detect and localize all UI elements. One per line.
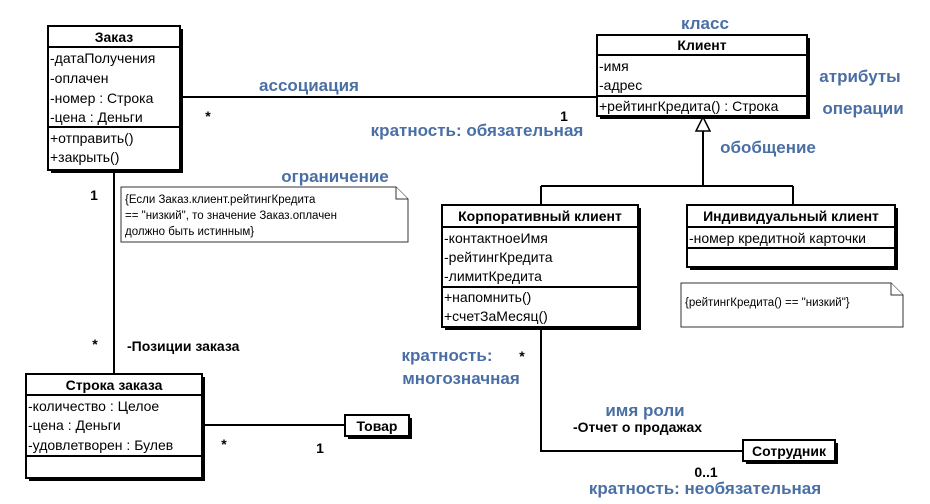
class-name: Товар — [357, 418, 398, 434]
label-multiplicity-many-line2: многозначная — [402, 369, 520, 388]
class-attribute: -рейтингКредита — [444, 249, 553, 265]
class-attribute: -количество : Целое — [28, 398, 159, 414]
role-order-lines: -Позиции заказа — [127, 338, 240, 354]
class-operation: +отправить() — [50, 130, 134, 146]
note-box — [120, 186, 409, 243]
class-attribute: -номер : Строка — [50, 90, 154, 106]
class-box — [344, 414, 410, 437]
multiplicity-line-product-line-end: * — [221, 436, 227, 452]
label-association: ассоциация — [259, 76, 359, 95]
class-attribute: -лимитКредита — [444, 268, 542, 284]
class-box — [596, 34, 808, 117]
class-attribute: -имя — [599, 58, 629, 74]
class-attribute: -датаПолучения — [50, 50, 155, 66]
constraint-note: {Если Заказ.клиент.рейтингКредита == "ни… — [120, 186, 409, 243]
class-box — [441, 204, 639, 328]
class-attribute: -цена : Деньги — [50, 109, 143, 125]
class-name: Сотрудник — [752, 443, 827, 459]
class-name: Индивидуальный клиент — [703, 208, 879, 224]
class-order: Заказ -датаПолучения -оплачен -номер : С… — [47, 25, 183, 173]
multiplicity-corp-employee-employee-end: 0..1 — [694, 464, 718, 480]
note-line: {Если Заказ.клиент.рейтингКредита — [125, 194, 316, 206]
class-operation: +счетЗаМесяц() — [444, 308, 548, 324]
class-box — [47, 25, 181, 171]
class-attribute: -цена : Деньги — [28, 417, 121, 433]
class-box — [686, 204, 896, 268]
label-role-name: имя роли — [605, 401, 684, 420]
note-box — [680, 282, 904, 328]
role-sales-rep: -Отчет о продажах — [573, 419, 702, 435]
class-operation: +рейтингКредита() : Строка — [599, 98, 779, 114]
label-multiplicity-many-line1: кратность: — [402, 346, 493, 365]
class-attribute: -контактноеИмя — [444, 230, 548, 246]
generalization-arrowhead — [694, 115, 712, 132]
label-multiplicity-mandatory: кратность: обязательная — [371, 121, 584, 140]
association-corporate-employee — [540, 330, 743, 452]
label-generalization: обобщение — [720, 138, 816, 157]
label-class: класс — [681, 14, 729, 33]
class-name: Корпоративный клиент — [458, 208, 622, 224]
multiplicity-order-client-order-end: * — [205, 108, 211, 124]
class-order-line: Строка заказа -количество : Целое -цена … — [25, 373, 205, 481]
class-name: Заказ — [95, 29, 134, 45]
multiplicity-line-product-product-end: 1 — [316, 440, 324, 456]
class-operation: +закрыть() — [50, 149, 119, 165]
label-operations: операции — [822, 99, 903, 118]
note-fold — [890, 283, 903, 296]
label-attributes: атрибуты — [819, 67, 900, 86]
multiplicity-orderline-line-end: * — [92, 336, 98, 352]
class-client: Клиент -имя -адрес +рейтингКредита() : С… — [596, 34, 810, 119]
class-employee: Сотрудник — [742, 439, 838, 464]
class-box — [742, 439, 836, 462]
label-multiplicity-optional: кратность: необязательная — [589, 479, 821, 498]
label-constraint: ограничение — [281, 167, 389, 186]
class-attribute: -номер кредитной карточки — [689, 230, 866, 246]
note-line: должно быть истинным} — [125, 226, 254, 238]
multiplicity-corp-employee-corp-end: * — [519, 348, 525, 364]
class-individual-client: Индивидуальный клиент -номер кредитной к… — [686, 204, 898, 270]
class-name: Строка заказа — [66, 377, 163, 393]
class-product: Товар — [344, 414, 412, 439]
class-attribute: -адрес — [599, 77, 642, 93]
class-box — [25, 373, 203, 479]
class-name: Клиент — [677, 37, 726, 53]
note-line: {рейтингКредита() == "низкий"} — [685, 297, 850, 309]
class-operation: +напомнить() — [444, 289, 531, 305]
note-line: == "низкий", то значение Заказ.оплачен — [125, 210, 337, 222]
multiplicity-order-client-client-end: 1 — [560, 108, 568, 124]
class-attribute: -удовлетворен : Булев — [28, 437, 173, 453]
multiplicity-orderline-order-end: 1 — [90, 187, 98, 203]
note-fold — [395, 187, 408, 200]
individual-constraint-note: {рейтингКредита() == "низкий"} — [680, 282, 904, 328]
class-attribute: -оплачен — [50, 70, 109, 86]
class-corporate-client: Корпоративный клиент -контактноеИмя -рей… — [441, 204, 641, 330]
